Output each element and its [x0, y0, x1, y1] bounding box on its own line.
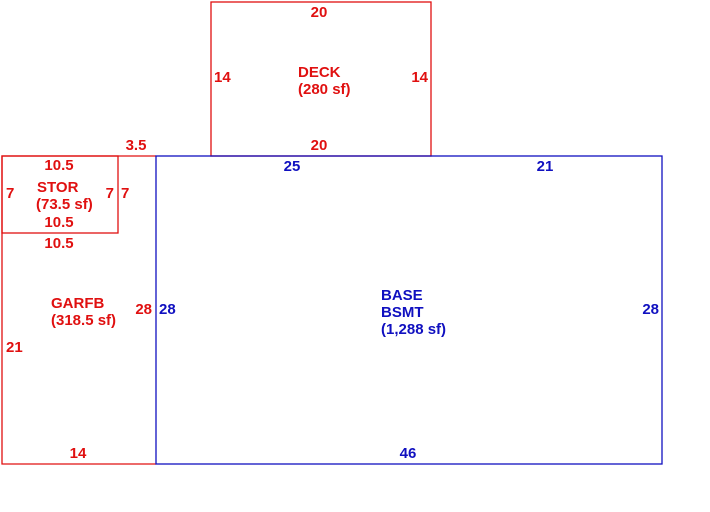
- base-name: BASE: [381, 287, 423, 304]
- garfb-right-dim: 28: [135, 301, 152, 318]
- base-top-dim-a: 25: [284, 158, 301, 175]
- garfb-name: GARFB: [51, 295, 104, 312]
- deck-top-dim: 20: [311, 4, 328, 21]
- base-left-dim: 28: [159, 301, 176, 318]
- base-outline: [155, 155, 663, 465]
- stor-left-dim: 7: [6, 185, 14, 202]
- garfb-area: (318.5 sf): [51, 312, 116, 329]
- stor-bottom-dim-a: 10.5: [44, 214, 73, 231]
- garfb-bottom-dim: 14: [70, 445, 87, 462]
- stor-top-dim: 10.5: [44, 157, 73, 174]
- stor-right-dim-b: 7: [121, 185, 129, 202]
- stor-area: (73.5 sf): [36, 196, 93, 213]
- stor-right-dim-a: 7: [106, 185, 114, 202]
- deck-right-dim: 14: [411, 69, 428, 86]
- base-area: (1,288 sf): [381, 321, 446, 338]
- stor-outline: [1, 155, 119, 234]
- base-top-dim-b: 21: [537, 158, 554, 175]
- stor-name: STOR: [37, 179, 79, 196]
- deck-name: DECK: [298, 64, 341, 81]
- stor-bottom-dim-b: 10.5: [44, 235, 73, 252]
- base-right-dim: 28: [642, 301, 659, 318]
- garfb-left-dim: 21: [6, 339, 23, 356]
- base-subname: BSMT: [381, 304, 424, 321]
- deck-left-dim: 14: [214, 69, 231, 86]
- base-bottom-dim: 46: [400, 445, 417, 462]
- offset-dim: 3.5: [126, 137, 147, 154]
- deck-bottom-dim: 20: [311, 137, 328, 154]
- deck-area: (280 sf): [298, 81, 351, 98]
